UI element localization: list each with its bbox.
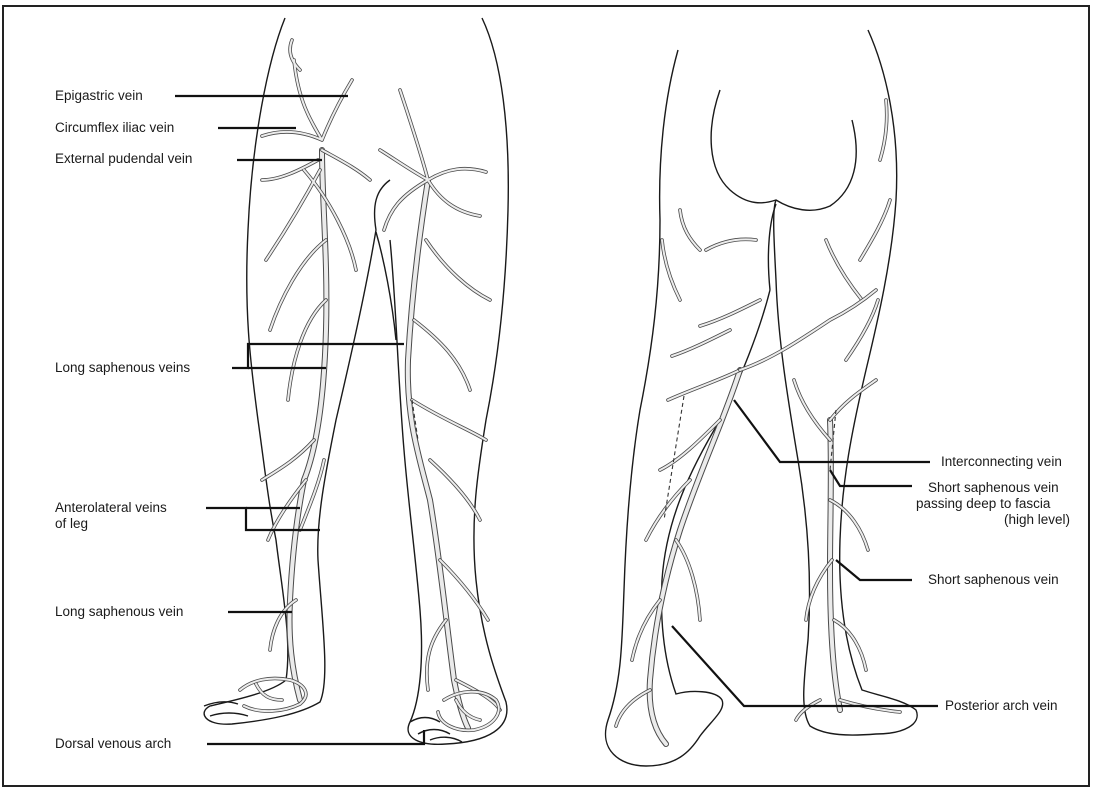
back-tributaries-left (616, 210, 760, 726)
label-interconnecting-vein: Interconnecting vein (941, 454, 1062, 469)
back-legs (606, 30, 918, 766)
back-interconnecting-inner (740, 290, 876, 370)
front-tributary (262, 160, 356, 650)
label-external-pudendal-vein: External pudendal vein (55, 151, 192, 166)
label-short-saphenous-deep-2: passing deep to fascia (916, 496, 1050, 511)
label-circumflex-iliac-vein: Circumflex iliac vein (55, 120, 174, 135)
label-short-saphenous-deep-3: (high level) (1004, 512, 1070, 527)
leader-dorsal-arch (207, 730, 424, 744)
back-tributaries-right (794, 100, 900, 720)
label-of-leg: of leg (55, 516, 88, 531)
label-epigastric-vein: Epigastric vein (55, 88, 143, 103)
back-body-outline-left (606, 50, 770, 766)
leader-long-saphenous-veins (232, 344, 404, 368)
leader-short-deep (830, 470, 912, 486)
label-short-saphenous-vein: Short saphenous vein (928, 572, 1059, 587)
back-tributaries-left-inner (616, 210, 760, 726)
front-toes-left (204, 702, 248, 716)
label-long-saphenous-vein: Long saphenous vein (55, 604, 183, 619)
front-tributary-right-inner (380, 90, 500, 710)
leader-short-saphenous (836, 560, 912, 580)
label-short-saphenous-deep-1: Short saphenous vein (928, 480, 1059, 495)
back-buttocks (711, 90, 856, 210)
front-long-saphenous-right-inner (408, 180, 468, 728)
front-long-saphenous-left (289, 150, 326, 700)
label-posterior-arch-vein: Posterior arch vein (945, 698, 1058, 713)
back-tributaries-right-inner (794, 100, 900, 720)
front-tributary-inner (262, 160, 356, 650)
label-dorsal-venous-arch: Dorsal venous arch (55, 736, 171, 751)
front-tributary-right (380, 90, 500, 710)
label-long-saphenous-veins: Long saphenous veins (55, 360, 190, 375)
back-interconnecting (740, 290, 876, 370)
label-anterolateral-veins: Anterolateral veins (55, 500, 167, 515)
